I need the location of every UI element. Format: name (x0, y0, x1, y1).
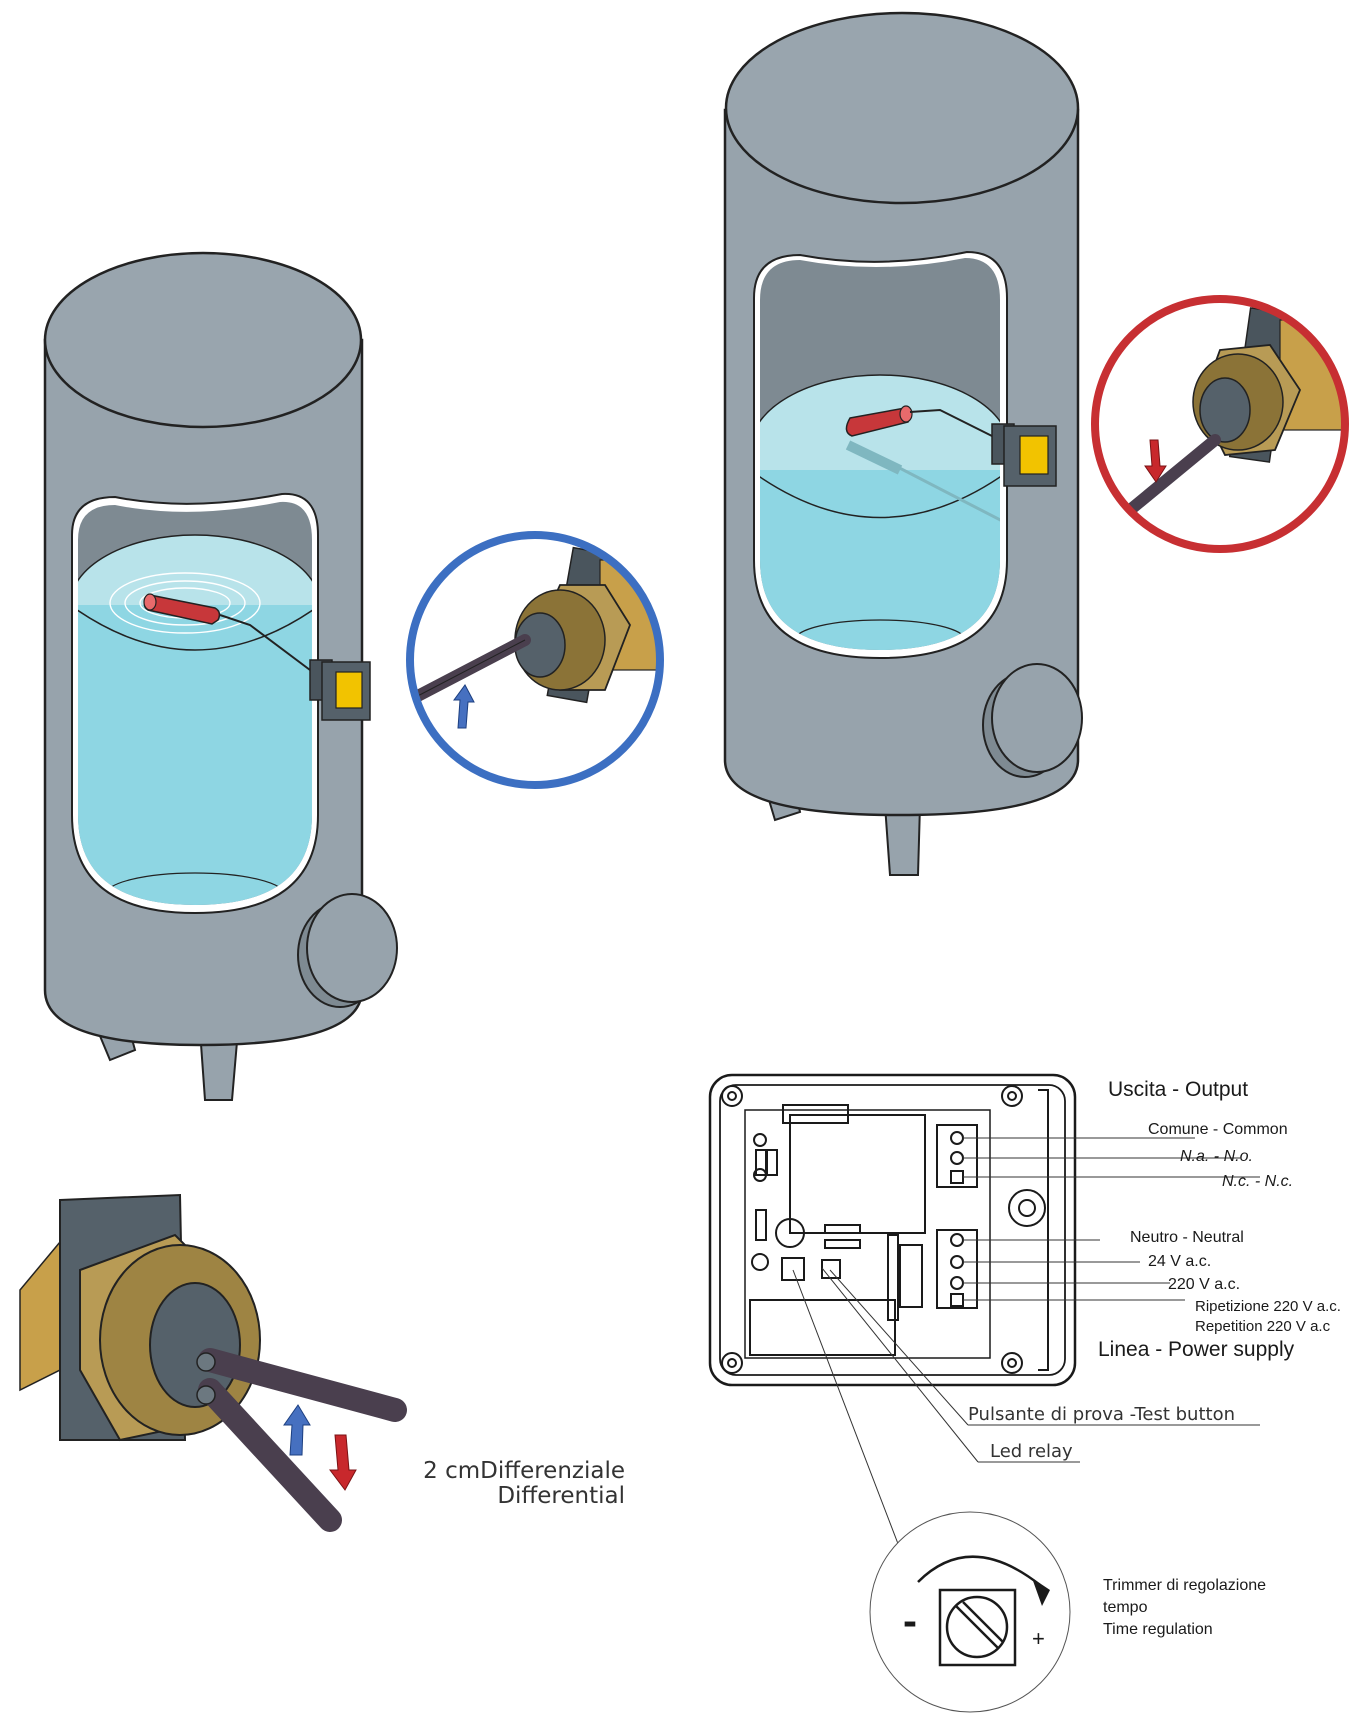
output-title: Uscita - Output (1108, 1078, 1248, 1101)
differential-down-arrow-icon (329, 1434, 357, 1491)
left-float-rod (219, 614, 311, 671)
right-tank (723, 11, 1083, 876)
control-board (708, 1073, 1077, 1387)
down-arrow-icon (1144, 439, 1167, 483)
input-repetition-label-en: Repetition 220 V a.c (1195, 1318, 1331, 1335)
right-tank-window (760, 258, 1000, 650)
minus-icon: - (903, 1597, 917, 1644)
plus-icon: + (1032, 1626, 1045, 1651)
trimmer-label-line1: Trimmer di regolazione (1103, 1577, 1266, 1594)
up-arrow-icon (453, 684, 475, 729)
test-button-label: Pulsante di prova -Test button (968, 1404, 1235, 1425)
right-float-rod (909, 408, 1001, 441)
right-float (845, 405, 913, 437)
input-neutral-label: Neutro - Neutral (1130, 1229, 1244, 1246)
differential-up-arrow-icon (283, 1404, 311, 1456)
leader-lines (792, 1137, 1260, 1563)
led-relay-label: Led relay (990, 1441, 1073, 1462)
clockwise-arrow-icon (917, 1555, 1041, 1586)
left-tank-port (297, 893, 398, 1008)
detail-circle-rising (406, 531, 664, 789)
trimmer-label-line2: tempo (1103, 1599, 1148, 1616)
input-24v-label: 24 V a.c. (1148, 1253, 1211, 1270)
left-switch-box (309, 659, 371, 721)
left-tank (43, 251, 398, 1101)
input-repetition-label-it: Ripetizione 220 V a.c. (1195, 1298, 1341, 1315)
trimmer-detail: - + (869, 1511, 1071, 1713)
output-common-label: Comune - Common (1148, 1121, 1288, 1138)
left-tank-top (43, 251, 363, 429)
right-tank-top (724, 11, 1080, 205)
right-switch-box (991, 423, 1057, 487)
left-float (143, 593, 221, 625)
output-nc-label: N.c. - N.c. (1222, 1173, 1293, 1190)
power-supply-title: Linea - Power supply (1098, 1338, 1295, 1361)
right-tank-port (982, 663, 1083, 778)
trimmer-label-line3: Time regulation (1103, 1621, 1213, 1638)
detail-circle-falling (1091, 295, 1349, 553)
fitting-closeup (19, 1193, 407, 1532)
left-tank-window (78, 501, 312, 905)
differential-label: 2 cmDifferenziale (423, 1458, 625, 1484)
output-no-label: N.a. - N.o. (1180, 1148, 1253, 1165)
left-water-body (78, 605, 312, 905)
differential-label-en: Differential (497, 1483, 625, 1509)
input-220v-label: 220 V a.c. (1168, 1276, 1240, 1293)
